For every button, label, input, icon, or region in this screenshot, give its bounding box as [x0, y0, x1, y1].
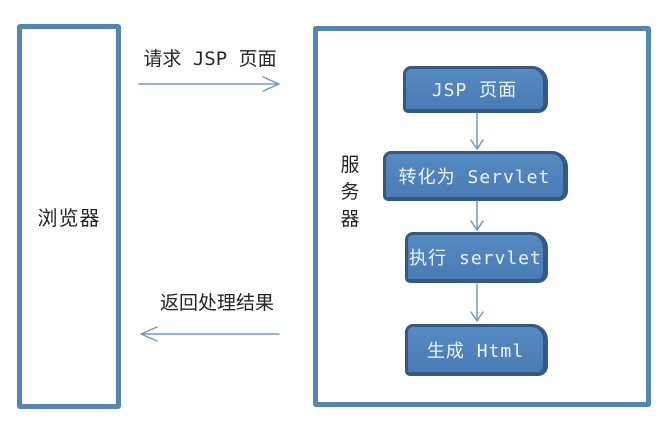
- flow-step-jsp-page: JSP 页面: [403, 66, 548, 113]
- flow-step-convert-servlet: 转化为 Servlet: [383, 151, 568, 201]
- request-arrow-right-icon: [138, 76, 280, 92]
- flow-arrow-down-icon: [470, 283, 484, 322]
- flow-arrow-down-icon: [470, 112, 484, 150]
- flow-arrow-down-icon: [470, 200, 484, 231]
- server-label-char: 务: [340, 181, 360, 203]
- flow-step-label: 生成 Html: [426, 340, 525, 362]
- response-arrow-label: 返回处理结果: [159, 292, 274, 314]
- flow-step-generate-html: 生成 Html: [405, 324, 548, 376]
- flow-step-label: 转化为 Servlet: [398, 166, 551, 188]
- response-arrow-left-icon: [140, 326, 280, 342]
- flow-step-label: 执行 servlet: [409, 248, 542, 269]
- flow-step-label: JSP 页面: [431, 80, 518, 101]
- server-label: 服 务 器: [338, 152, 362, 233]
- server-label-char: 服: [340, 154, 360, 176]
- request-arrow-label: 请求 JSP 页面: [143, 48, 277, 70]
- browser-box: 浏览器: [17, 24, 121, 409]
- server-label-char: 器: [340, 208, 360, 230]
- browser-label: 浏览器: [37, 206, 101, 230]
- flow-step-execute-servlet: 执行 servlet: [405, 232, 548, 283]
